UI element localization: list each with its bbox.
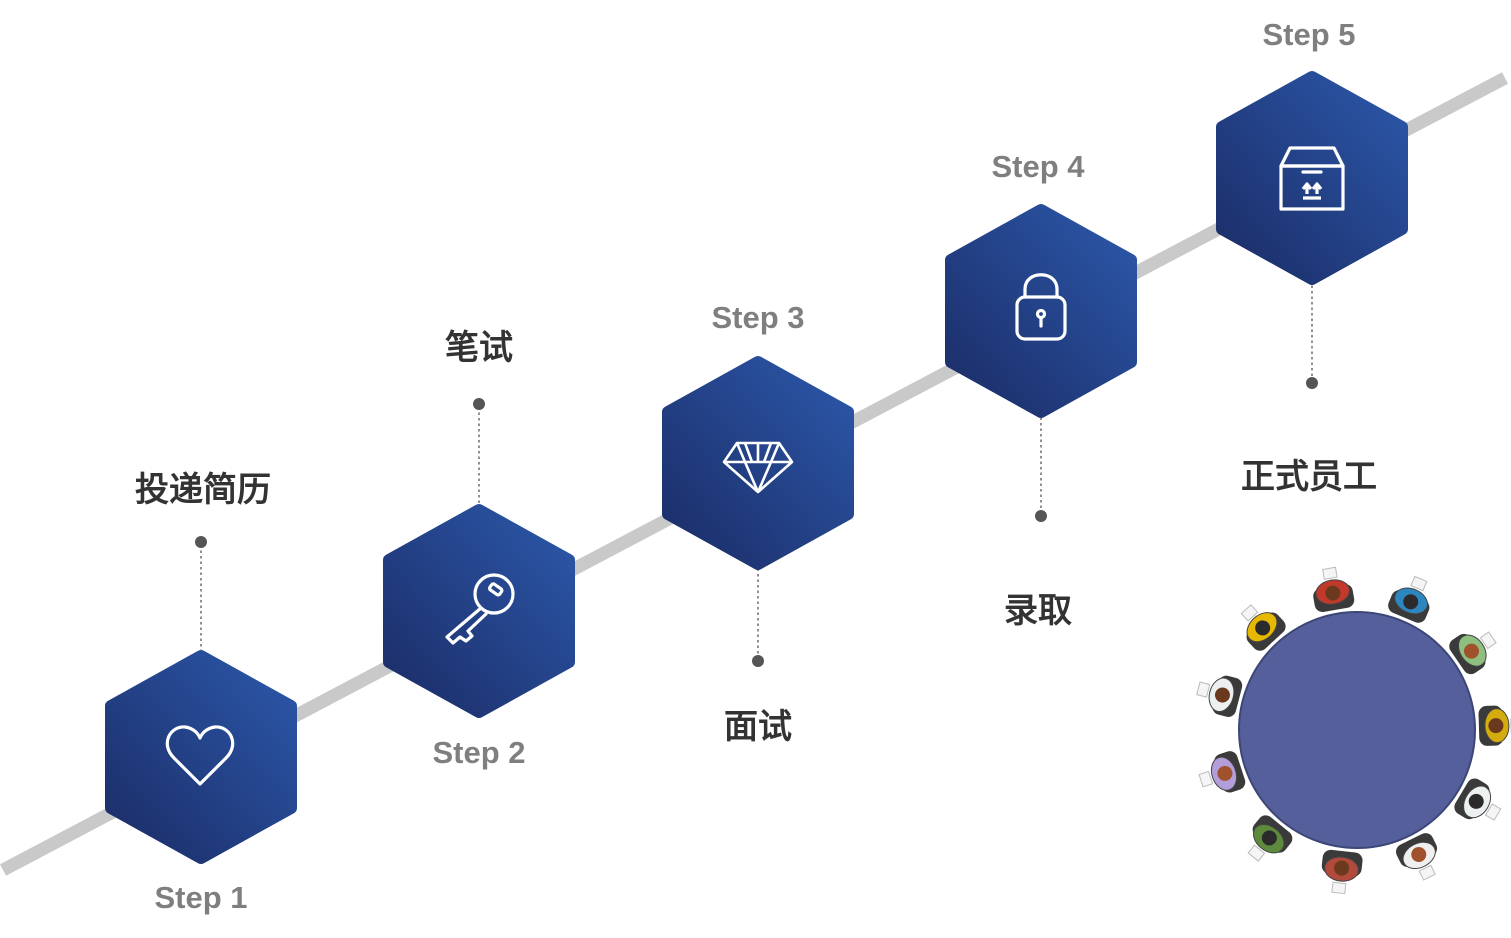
step-1-label: Step 1	[154, 880, 248, 915]
step-1-hexagon	[105, 650, 297, 864]
step-3-hexagon	[662, 356, 854, 570]
diamond-icon	[722, 441, 794, 494]
step-5-title: 正式员工	[1241, 457, 1377, 497]
step-4-title: 录取	[1004, 591, 1072, 631]
seated-person	[1321, 849, 1363, 895]
step-2-label: Step 2	[432, 735, 526, 770]
heart-icon	[165, 725, 235, 786]
step-4-hexagon	[945, 204, 1137, 418]
step-3-label: Step 3	[711, 300, 805, 335]
package-box-icon	[1279, 146, 1345, 211]
seated-person	[1198, 751, 1246, 793]
seated-person	[1196, 675, 1243, 717]
connector-step-3	[752, 563, 764, 667]
padlock-icon	[1015, 273, 1067, 341]
step-3-title: 面试	[724, 707, 792, 747]
round-table	[1238, 611, 1476, 849]
connector-step-4	[1035, 412, 1047, 522]
seated-person	[1388, 575, 1430, 623]
connector-step-5	[1306, 280, 1318, 389]
key-icon	[445, 573, 515, 645]
seated-person	[1313, 566, 1355, 613]
step-1-title: 投递简历	[135, 470, 271, 510]
step-2-title: 笔试	[445, 328, 513, 368]
seated-person	[1396, 833, 1438, 881]
seated-person	[1247, 815, 1293, 862]
step-4-label: Step 4	[991, 149, 1085, 184]
step-5-label: Step 5	[1262, 17, 1356, 52]
connector-step-2	[473, 398, 485, 510]
seated-person	[1478, 705, 1511, 746]
connector-step-1	[195, 536, 207, 656]
seated-person	[1454, 778, 1502, 821]
step-2-hexagon	[383, 504, 575, 718]
round-table-meeting-illustration	[1196, 566, 1511, 895]
step-5-hexagon	[1216, 71, 1408, 285]
seated-person	[1449, 631, 1497, 675]
seated-person	[1240, 604, 1286, 651]
